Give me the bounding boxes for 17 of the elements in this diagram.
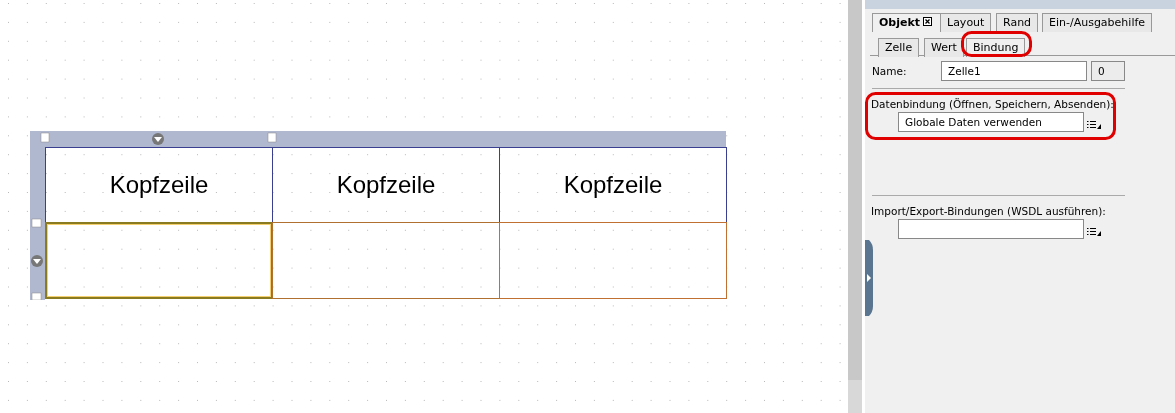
field-label: Name: [872, 64, 907, 78]
tab: Rand [996, 13, 1039, 32]
field-label: Import/Export-Bindungen (WSDL ausführen): [871, 204, 1106, 218]
tab: Objekt [872, 13, 942, 32]
field-label: Datenbindung (Öffnen, Speichern, Absenden): [871, 97, 1114, 111]
table-header-cell: Kopfzeile [499, 147, 727, 223]
tab: Ein-/Ausgabehilfe [1042, 13, 1153, 32]
tab: Wert [924, 38, 964, 57]
table-header-cell: Kopfzeile [45, 147, 273, 223]
input-field: Zelle1 [941, 61, 1087, 81]
input-field: Globale Daten verwenden [898, 112, 1084, 132]
table-cell [499, 222, 727, 299]
tab: Layout [940, 13, 992, 32]
table-cell [272, 222, 500, 299]
table-cell [45, 222, 273, 299]
input-field: 0 [1091, 61, 1125, 81]
tab: Zelle [878, 38, 920, 57]
